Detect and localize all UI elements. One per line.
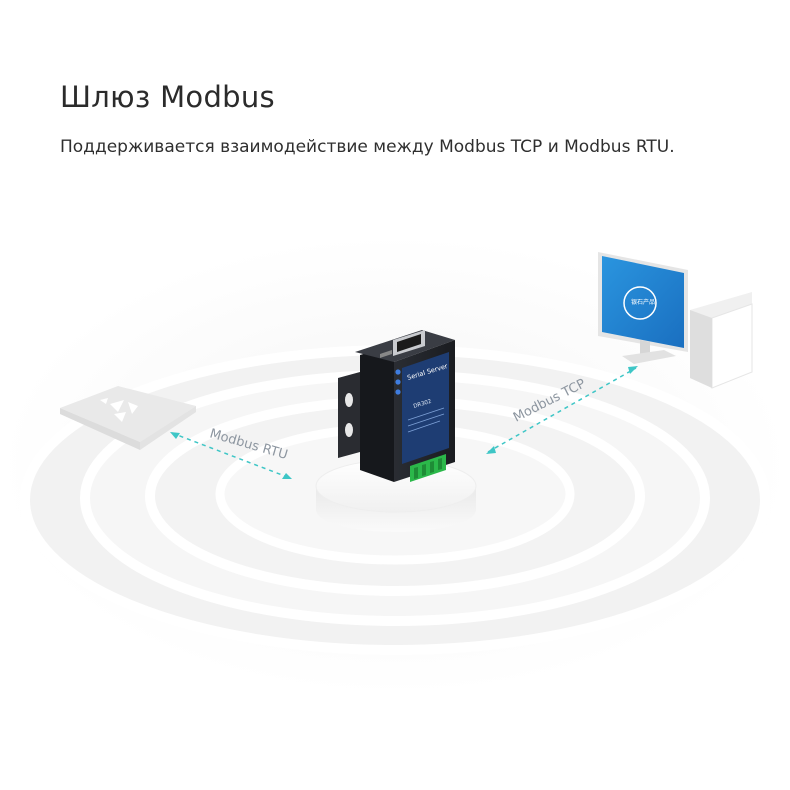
serial-server-gateway: Serial Server DR302 [338,330,455,482]
gateway-pedestal [315,459,477,532]
device-logo-mark [100,398,138,422]
terminal-block [410,454,446,482]
gateway-label-panel [402,352,449,464]
monitor-screen [602,256,684,348]
monitor: 银石产品 [598,252,688,364]
page-title: Шлюз Modbus [60,80,275,114]
tcp-link-arrow-right [628,366,638,374]
rtu-link-line [171,432,291,479]
modbus-tcp-workstation: 银石产品 [598,252,753,389]
rtu-link-arrow-right [282,473,292,479]
monitor-screen-text: 银石产品 [631,298,655,306]
mounting-ear [338,372,360,458]
status-leds [395,369,401,395]
gateway-model-label: DR302 [413,399,433,410]
ethernet-port [393,330,425,356]
modbus-rtu-device [60,386,196,450]
rtu-link-arrow-left [170,432,180,439]
page-subtitle: Поддерживается взаимодействие между Modb… [60,137,675,157]
tcp-link-arrow-left [486,446,496,454]
